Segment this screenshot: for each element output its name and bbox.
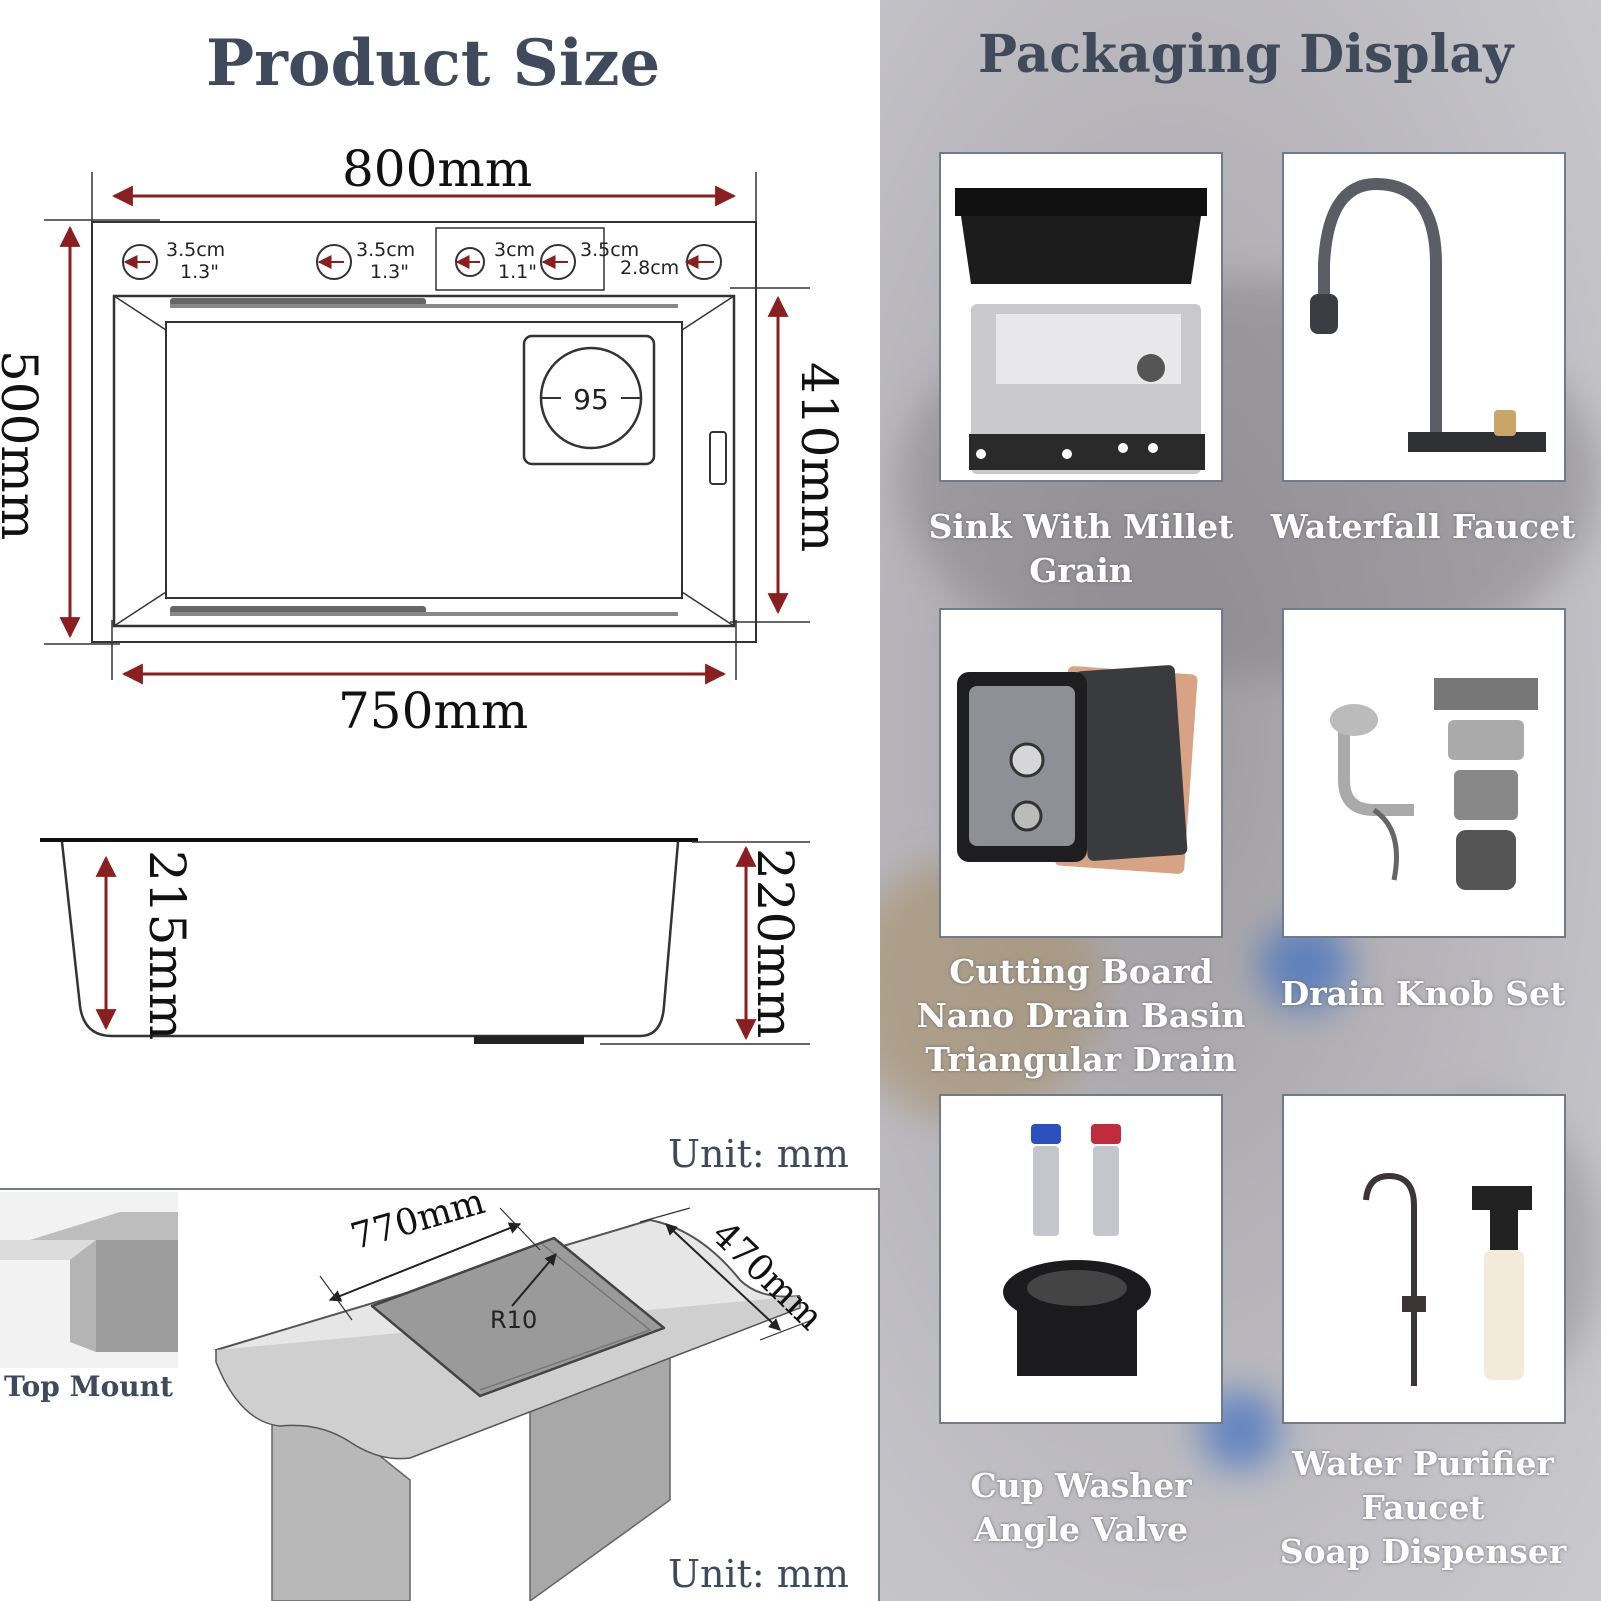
basin-profile (60, 841, 680, 1038)
drain-outlet (474, 1036, 584, 1044)
radius-arrow (511, 1253, 557, 1307)
purifier-image (1363, 1172, 1532, 1386)
waterfall-faucet-tile (1282, 152, 1566, 482)
cup-washer-image (1003, 1124, 1151, 1376)
caption-cup-washer: Cup Washer Angle Valve (970, 1466, 1192, 1549)
hole-cm: 3.5cm (580, 239, 639, 261)
faucet-deck-box (435, 227, 605, 291)
section-divider (0, 1188, 880, 1190)
hole-cm: 2.8cm (620, 257, 679, 279)
basin-image (957, 665, 1198, 874)
drain-pocket (522, 334, 656, 466)
unit-label-bottom: Unit: mm (668, 1552, 849, 1596)
sink-tile (939, 152, 1223, 482)
height-dimension: 500mm (0, 350, 48, 541)
top-mount-photo (0, 1192, 178, 1368)
sink-outer-outline (91, 221, 757, 643)
basin-floor (165, 321, 683, 599)
caption-water-purifier: Water Purifier Faucet Soap Dispenser (1279, 1444, 1567, 1571)
hole-in: 1.3" (180, 261, 219, 283)
caption-drain-knob: Drain Knob Set (1280, 974, 1566, 1013)
section-divider (878, 1188, 880, 1601)
cutting-board-tile (939, 608, 1223, 938)
top-mount-label: Top Mount (4, 1370, 173, 1403)
basin-outline (112, 294, 736, 628)
hole-2: 3.5cm 1.3" (316, 239, 415, 283)
caption-faucet: Waterfall Faucet (1270, 507, 1576, 546)
hole-in: 1.1" (498, 261, 537, 283)
hole-icon (316, 244, 352, 280)
sink-top-view: 95 3.5cm 1.3" 3.5cm 1.3" 3cm 1.1" 3.5cm (44, 172, 810, 685)
product-size-title: Product Size (206, 26, 661, 101)
hole-1: 3.5cm 1.3" (122, 239, 225, 283)
hole-icon (122, 244, 158, 280)
hole-4: 3.5cm (540, 239, 639, 280)
unit-label-top: Unit: mm (668, 1132, 849, 1176)
hole-cm: 3.5cm (356, 239, 415, 261)
radius-label: R10 (490, 1306, 537, 1334)
packaging-display-panel: Packaging Display Sink With Millet Grain (880, 0, 1601, 1601)
drain-image (1330, 678, 1538, 890)
width-dimension: 800mm (342, 140, 533, 198)
hole-cm: 3.5cm (166, 239, 225, 261)
caption-sink: Sink With Millet Grain (928, 507, 1234, 590)
hole-cm: 3cm (494, 239, 535, 261)
drain-knob-tile (1282, 608, 1566, 938)
overflow-slot (709, 431, 727, 485)
hole-3: 3cm 1.1" (455, 239, 537, 283)
sink-side-view (40, 838, 810, 1045)
hole-in: 1.3" (370, 261, 409, 283)
cutout-width-arrow (328, 1222, 522, 1302)
drain-size-label: 95 (573, 383, 609, 416)
hole-icon (540, 244, 576, 280)
caption-cutting-board: Cutting Board Nano Drain Basin Triangula… (916, 952, 1246, 1079)
countertop-cutout-diagram: R10 (214, 1207, 813, 1601)
packaging-display-title: Packaging Display (978, 24, 1514, 85)
depth-dimension: 215mm (138, 850, 196, 1041)
faucet-image (1310, 177, 1546, 452)
sink-image (955, 188, 1207, 474)
inner-height-dimension: 410mm (790, 362, 848, 553)
side-height-dimension: 220mm (746, 848, 804, 1039)
cutout-depth-arrow (665, 1223, 781, 1331)
water-purifier-tile (1282, 1094, 1566, 1424)
hole-5: 2.8cm (620, 244, 722, 280)
product-size-panel: Product Size (0, 26, 880, 1601)
cup-washer-tile (939, 1094, 1223, 1424)
inner-width-dimension: 750mm (338, 682, 529, 740)
